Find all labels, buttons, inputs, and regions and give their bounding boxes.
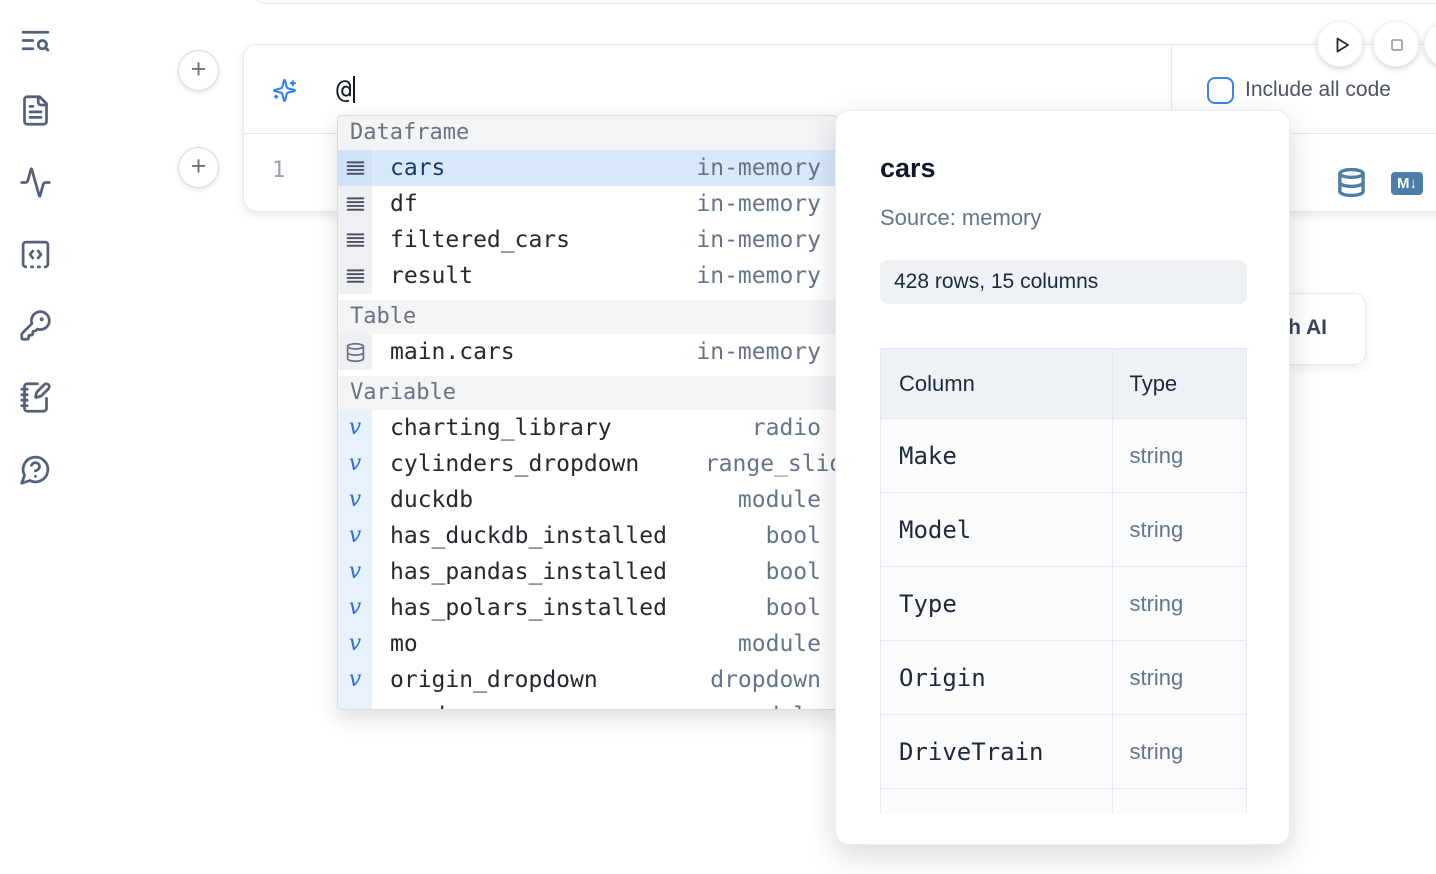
include-all-code-checkbox[interactable] [1207,77,1234,104]
add-cell-above-button[interactable]: + [178,50,219,91]
schema-header-type: Type [1112,348,1247,419]
variable-icon: v [348,415,362,440]
autocomplete-section-header: Dataframe [338,116,837,150]
panel-title: cars [880,153,936,183]
autocomplete-item-pandas[interactable]: vpandasmodule [338,698,837,710]
key-icon[interactable] [19,309,52,342]
database-icon [346,342,364,362]
variable-icon: v [348,595,362,620]
help-icon[interactable] [19,453,52,486]
text-cursor [352,76,355,103]
ai-prompt-input[interactable]: @ [336,75,355,105]
divider [1171,45,1172,133]
database-icon[interactable] [1336,167,1367,198]
file-text-icon[interactable] [19,94,52,127]
run-button[interactable] [1317,21,1363,67]
variable-icon: v [348,667,362,692]
text-search-icon[interactable] [19,24,52,57]
variable-icon: v [349,705,361,710]
variable-icon: v [348,487,362,512]
rows-icon [346,232,364,247]
markdown-icon[interactable]: M↓ [1391,172,1423,195]
dataframe-detail-panel: cars Source: memory 428 rows, 15 columns… [835,110,1290,845]
activity-icon[interactable] [19,166,52,199]
schema-header-column: Column [880,348,1114,419]
sparkles-icon [272,78,297,103]
line-number: 1 [272,158,286,183]
variable-icon: v [348,451,362,476]
variable-icon: v [348,559,362,584]
autocomplete-section-header: Table [338,300,837,334]
add-cell-below-button[interactable]: + [178,147,219,188]
variable-icon: v [348,631,362,656]
panel-stats-badge: 428 rows, 15 columns [880,260,1247,304]
rows-icon [346,160,364,175]
table-row-partial [880,788,1247,814]
stop-button[interactable] [1373,21,1419,67]
panel-source: Source: memory [880,205,1042,230]
code-editor-row[interactable]: 1 M↓ [244,134,1436,212]
autocomplete-section-header: Variable [338,376,837,410]
scratchpad-icon[interactable] [19,381,52,414]
include-all-code-label: Include all code [1245,78,1391,101]
variable-icon: v [348,523,362,548]
previous-cell-edge [252,0,1436,4]
rows-icon [346,268,364,283]
rows-icon [346,196,364,211]
snippets-icon[interactable] [19,238,52,271]
